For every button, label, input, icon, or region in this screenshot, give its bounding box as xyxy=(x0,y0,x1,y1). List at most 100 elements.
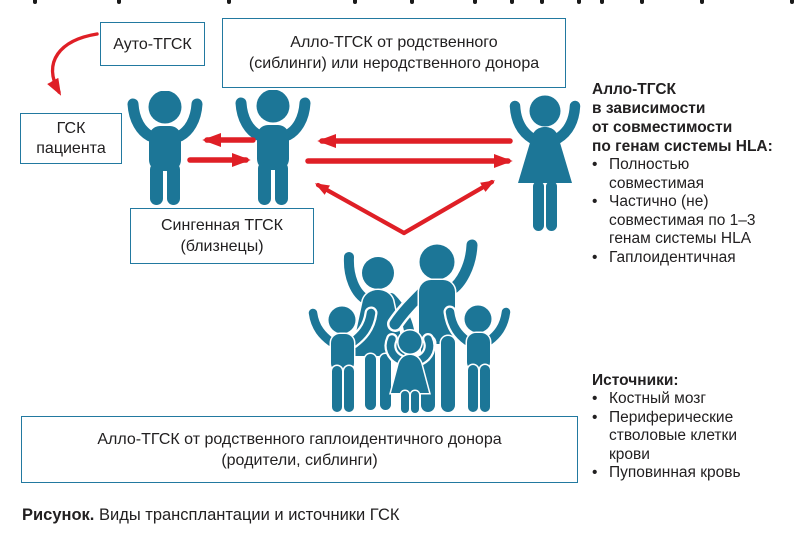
family-mother xyxy=(341,249,417,412)
sibling-left-arm xyxy=(235,97,264,141)
arrow-family-to-donor xyxy=(401,179,496,236)
sources-bullet-2-line2: стволовые клетки xyxy=(609,427,737,444)
sibling-right-arm xyxy=(282,97,311,141)
girl-left-arm xyxy=(386,335,404,364)
girl-head xyxy=(397,329,423,355)
box-syngeneic: Сингенная ТГСК (близнецы) xyxy=(130,208,314,264)
hla-bullet-1: • Полностью совместимая xyxy=(592,156,794,193)
right-child-right-leg xyxy=(478,363,492,414)
left-child-left-arm xyxy=(308,308,336,347)
sources-heading: Источники: xyxy=(592,372,679,389)
family-left-child xyxy=(306,305,378,414)
donor-head xyxy=(529,95,561,127)
donor-dress xyxy=(518,127,572,183)
donor-left-arm xyxy=(509,100,539,145)
bullet-dot-icon: • xyxy=(592,248,598,266)
patient-right-leg xyxy=(167,163,180,205)
mother-right-leg xyxy=(378,352,393,412)
donor-left-leg xyxy=(533,181,544,231)
patient-head xyxy=(148,91,182,124)
hla-compatibility-block: Алло-ТГСК в зависимости от совместимости… xyxy=(592,80,794,267)
bullet-dot-icon: • xyxy=(592,156,598,173)
cropped-text-artifact xyxy=(227,0,231,4)
right-child-left-leg xyxy=(466,363,480,414)
left-child-head xyxy=(327,305,357,335)
right-child-head xyxy=(463,304,493,334)
donor-right-leg xyxy=(546,181,557,231)
girl-right-leg xyxy=(409,389,421,414)
father-head xyxy=(418,243,456,281)
cropped-text-artifact xyxy=(640,0,644,4)
box-syngeneic-line1: Сингенная ТГСК xyxy=(161,217,283,234)
left-child-right-leg xyxy=(342,364,356,414)
hla-bullet-3-line1: Гаплоидентичная xyxy=(609,248,736,266)
box-auto-tgsk: Ауто-ТГСК xyxy=(100,22,205,66)
box-haplo-donor-line1: Алло-ТГСК от родственного гаплоидентично… xyxy=(97,430,502,448)
hla-bullet-1-line1: Полностью xyxy=(609,156,690,173)
sources-bullet-1: • Костный мозг xyxy=(592,390,794,409)
patient-left-arm xyxy=(127,98,156,142)
hla-heading-line3: от совместимости xyxy=(592,119,733,136)
sources-bullet-1-line1: Костный мозг xyxy=(609,390,707,407)
box-auto-tgsk-label: Ауто-ТГСК xyxy=(113,35,192,53)
cropped-text-artifact xyxy=(700,0,704,4)
right-child-left-arm xyxy=(445,307,472,346)
cropped-text-artifact xyxy=(473,0,477,4)
box-allo-related: Алло-ТГСК от родственного (сиблинги) или… xyxy=(222,18,566,88)
arrow-auto-to-patient xyxy=(47,32,99,96)
sources-block: Источники: • Костный мозг • Периферическ… xyxy=(592,371,794,483)
hla-bullet-2-line1: Частично (не) xyxy=(609,193,709,210)
girl-right-arm xyxy=(416,335,434,364)
hla-heading-line1: Алло-ТГСК xyxy=(592,81,677,98)
sibling-torso xyxy=(257,125,289,170)
mother-head xyxy=(360,255,396,291)
hla-bullet-2-line3: генам системы HLA xyxy=(609,230,752,247)
bullet-dot-icon: • xyxy=(592,390,598,407)
hla-heading-line4: по генам системы HLA: xyxy=(592,138,773,155)
father-right-leg xyxy=(439,334,457,414)
box-syngeneic-line2: (близнецы) xyxy=(180,238,264,255)
box-haplo-donor-line2: (родители, сиблинги) xyxy=(221,451,378,469)
hla-bullet-3: • Гаплоидентичная xyxy=(592,249,794,268)
sources-bullet-3: • Пуповинная кровь xyxy=(592,464,794,483)
patient-left-leg xyxy=(150,163,163,205)
cropped-text-artifact xyxy=(790,0,794,4)
unrelated-donor-figure xyxy=(509,95,581,231)
arrow-family-to-sibling xyxy=(314,182,407,236)
cropped-text-artifact xyxy=(510,0,514,4)
family-front-girl xyxy=(384,329,436,414)
patient-right-arm xyxy=(174,98,203,142)
cropped-text-artifact xyxy=(540,0,544,4)
sources-bullet-2-line3: крови xyxy=(609,445,650,463)
sibling-donor-figure xyxy=(235,90,311,205)
caption-label: Рисунок. xyxy=(22,506,95,524)
bullet-dot-icon: • xyxy=(592,193,598,210)
cropped-text-artifact xyxy=(600,0,604,4)
box-gsk-patient-line2: пациента xyxy=(36,139,106,157)
mother-left-leg xyxy=(363,352,378,412)
cropped-text-artifact xyxy=(33,0,37,4)
figure-caption: Рисунок. Виды трансплантации и источники… xyxy=(22,506,400,525)
family-right-child xyxy=(443,304,513,414)
cropped-text-artifact xyxy=(353,0,357,4)
hla-bullet-2: • Частично (не) совместимая по 1–3 генам… xyxy=(592,193,794,249)
box-gsk-patient-line1: ГСК xyxy=(56,119,86,137)
cropped-text-artifact xyxy=(410,0,414,4)
hla-heading-line2: в зависимости xyxy=(592,100,706,117)
box-allo-related-line2: (сиблинги) или неродственного донора xyxy=(248,55,540,72)
box-allo-related-line1: Алло-ТГСК от родственного xyxy=(290,34,498,51)
donor-right-arm xyxy=(551,100,581,145)
sources-bullet-2-line1: Периферические xyxy=(609,408,734,426)
cropped-text-artifact xyxy=(117,0,121,4)
sibling-head xyxy=(256,90,290,123)
hla-bullet-1-line2: совместимая xyxy=(609,174,705,192)
family-figure-group xyxy=(306,237,513,414)
sibling-right-leg xyxy=(275,162,288,205)
box-haplo-donor: Алло-ТГСК от родственного гаплоидентично… xyxy=(21,416,578,483)
sibling-left-leg xyxy=(258,162,271,205)
bullet-dot-icon: • xyxy=(592,464,598,481)
hla-bullet-2-line2: совместимая по 1–3 xyxy=(609,211,756,229)
left-child-left-leg xyxy=(330,364,344,414)
sources-bullet-3-line1: Пуповинная кровь xyxy=(609,464,741,481)
